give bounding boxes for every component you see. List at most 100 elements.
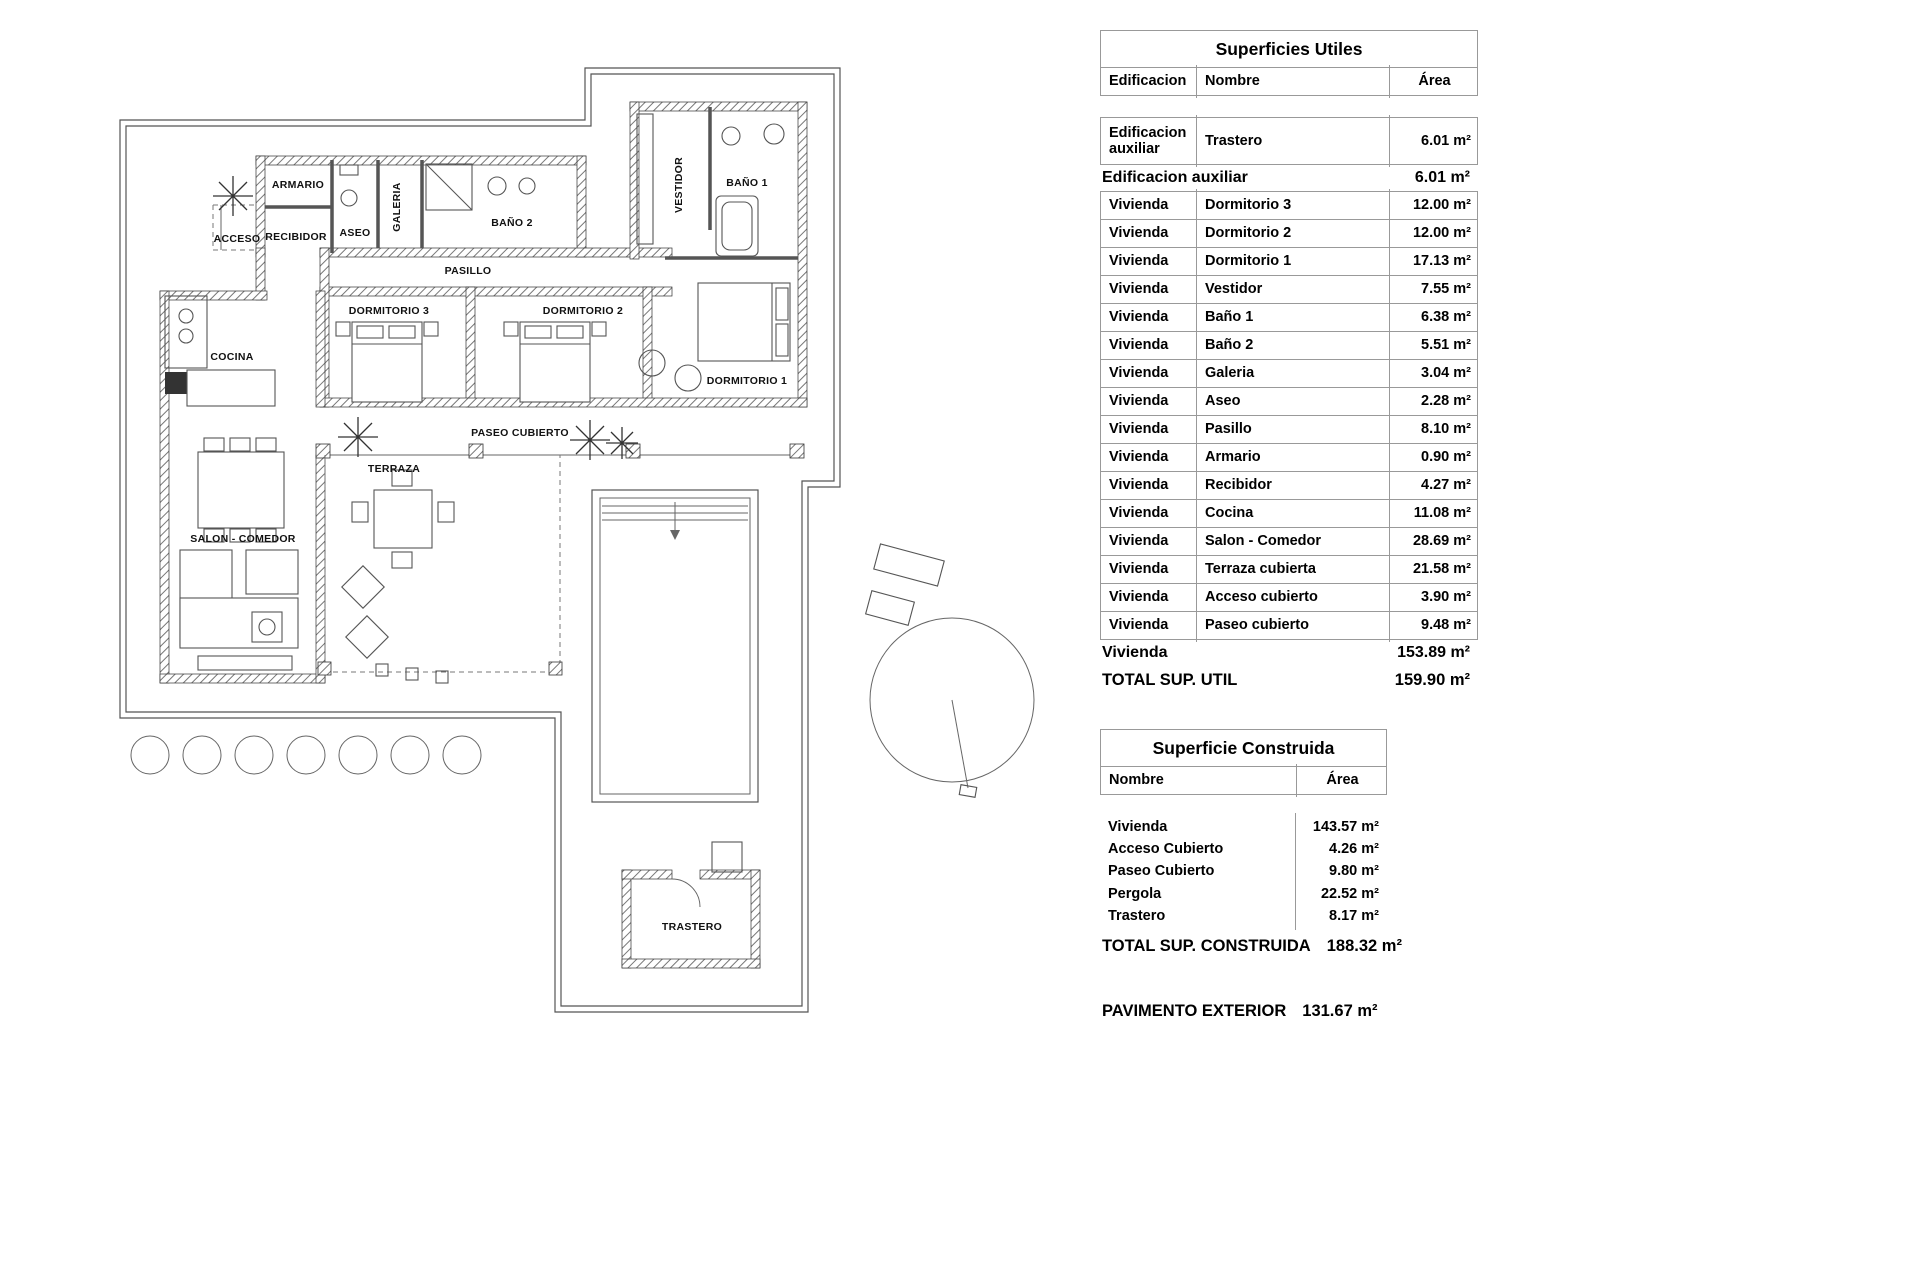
- table-header-row: Nombre Área: [1100, 764, 1388, 797]
- cell-nombre: Dormitorio 1: [1196, 245, 1389, 278]
- room-labels: ACCESO RECIBIDOR ARMARIO ASEO GALERIA BA…: [190, 157, 787, 933]
- room-label-paseo: PASEO CUBIERTO: [471, 427, 569, 439]
- cell-nombre: Paseo cubierto: [1196, 609, 1389, 642]
- room-label-galeria: GALERIA: [391, 182, 403, 231]
- terraza-outline: [317, 455, 563, 684]
- cell-nombre: Pergola: [1108, 885, 1162, 902]
- cell-area: 11.08 m²: [1389, 497, 1479, 530]
- superficies-utiles-table: Superficies Utiles Edificacion Nombre Ár…: [1100, 30, 1478, 695]
- cell-area: 2.28 m²: [1389, 385, 1479, 418]
- table-row: Vivienda Armario 0.90 m²: [1100, 441, 1479, 474]
- cell-nombre: Salon - Comedor: [1196, 525, 1389, 558]
- room-label-bano1: BAÑO 1: [726, 176, 767, 189]
- subtotal-vivienda-row: Vivienda 153.89 m²: [1100, 640, 1478, 666]
- table-row: Vivienda Dormitorio 1 17.13 m²: [1100, 245, 1479, 278]
- cell-edificacion: Vivienda: [1109, 449, 1169, 466]
- furniture: [164, 113, 791, 671]
- house-walls: [159, 101, 808, 684]
- table-row: Vivienda Aseo 2.28 m²: [1100, 385, 1479, 418]
- header-edificacion: Edificacion: [1109, 73, 1187, 90]
- paseo-cubierto: [315, 443, 805, 459]
- cell-edificacion: Vivienda: [1109, 477, 1169, 494]
- cell-area: 4.26 m²: [1295, 835, 1387, 864]
- header-area: Área: [1296, 764, 1388, 797]
- cell-nombre: Trastero: [1108, 907, 1166, 924]
- table-header-row: Edificacion Nombre Área: [1100, 65, 1479, 98]
- cell-area: 5.51 m²: [1389, 329, 1479, 362]
- room-label-dormitorio2: DORMITORIO 2: [543, 305, 623, 317]
- cell-nombre: Cocina: [1196, 497, 1389, 530]
- cell-edificacion: Vivienda: [1109, 365, 1169, 382]
- cell-area: 3.90 m²: [1389, 581, 1479, 614]
- area-tables-panel: Superficies Utiles Edificacion Nombre Ár…: [1100, 30, 1480, 1021]
- room-label-trastero: TRASTERO: [662, 921, 722, 933]
- cell-area: 0.90 m²: [1389, 441, 1479, 474]
- cell-nombre: Aseo: [1196, 385, 1389, 418]
- table-title-text: Superficies Utiles: [1215, 38, 1363, 59]
- room-label-recibidor: RECIBIDOR: [265, 231, 327, 243]
- pergola: [864, 543, 1035, 798]
- cell-area: 3.04 m²: [1389, 357, 1479, 390]
- header-area: Área: [1389, 65, 1479, 98]
- header-nombre: Nombre: [1196, 65, 1389, 98]
- table-row: Vivienda Terraza cubierta 21.58 m²: [1100, 553, 1478, 586]
- table-row: Pergola 22.52 m²: [1100, 879, 1387, 908]
- room-label-aseo: ASEO: [340, 227, 371, 239]
- cell-area: 12.00 m²: [1389, 217, 1479, 250]
- cell-nombre: Dormitorio 2: [1196, 217, 1389, 250]
- cell-edificacion: Vivienda: [1109, 617, 1169, 634]
- superficie-construida-table: Superficie Construida Nombre Área Vivien…: [1100, 729, 1388, 931]
- table-row: Vivienda 143.57 m²: [1100, 813, 1387, 842]
- cell-area: 9.80 m²: [1295, 857, 1387, 886]
- cell-area: 6.38 m²: [1389, 301, 1479, 334]
- cell-area: 8.17 m²: [1295, 901, 1387, 931]
- acceso-porch: [212, 204, 256, 251]
- cell-area: 8.10 m²: [1389, 413, 1479, 446]
- cell-area: 143.57 m²: [1295, 813, 1387, 842]
- table-row: Vivienda Vestidor 7.55 m²: [1100, 273, 1479, 306]
- trees: [213, 176, 638, 460]
- cell-area: 4.27 m²: [1389, 469, 1479, 502]
- cell-edificacion: Vivienda: [1109, 197, 1169, 214]
- room-label-cocina: COCINA: [210, 351, 253, 363]
- cell-area: 22.52 m²: [1295, 879, 1387, 908]
- total-construida-value: 188.32 m²: [1326, 937, 1402, 956]
- subtotal-vivienda-value: 153.89 m²: [1397, 644, 1470, 661]
- table-row: Vivienda Baño 2 5.51 m²: [1100, 329, 1479, 362]
- cell-area: 7.55 m²: [1389, 273, 1479, 306]
- cell-area: 17.13 m²: [1389, 245, 1479, 278]
- table-title: Superficie Construida: [1100, 729, 1387, 767]
- cell-edificacion: Vivienda: [1109, 421, 1169, 438]
- cell-nombre: Acceso Cubierto: [1108, 841, 1224, 858]
- room-label-terraza: TERRAZA: [368, 463, 420, 475]
- cell-area: 28.69 m²: [1389, 525, 1479, 558]
- cell-edificacion: Vivienda: [1109, 281, 1169, 298]
- table-row-aux: Edificacion auxiliar Trastero 6.01 m²: [1100, 115, 1478, 167]
- pavimento-value: 131.67 m²: [1302, 1002, 1378, 1021]
- header-nombre: Nombre: [1109, 772, 1164, 789]
- subtotal-aux-row: Edificacion auxiliar 6.01 m²: [1100, 165, 1478, 191]
- room-label-vestidor: VESTIDOR: [673, 157, 685, 213]
- cell-edificacion: Vivienda: [1109, 505, 1169, 522]
- cell-edificacion: Vivienda: [1109, 253, 1169, 270]
- room-label-bano2: BAÑO 2: [491, 216, 532, 229]
- table-row: Vivienda Baño 1 6.38 m²: [1100, 301, 1479, 334]
- total-util-label: TOTAL SUP. UTIL: [1102, 671, 1238, 689]
- cell-nombre: Vestidor: [1196, 273, 1389, 306]
- table-row: Vivienda Salon - Comedor 28.69 m²: [1100, 525, 1479, 558]
- shrub-row: [130, 735, 482, 775]
- cell-nombre: Baño 1: [1196, 301, 1389, 334]
- total-util-value: 159.90 m²: [1394, 671, 1470, 689]
- table-title: Superficies Utiles: [1100, 30, 1478, 68]
- cell-edificacion: Vivienda: [1109, 393, 1169, 410]
- cell-nombre: Dormitorio 3: [1196, 189, 1389, 222]
- pavimento-label: PAVIMENTO EXTERIOR: [1102, 1002, 1287, 1021]
- total-construida-label: TOTAL SUP. CONSTRUIDA: [1102, 937, 1311, 956]
- cell-nombre: Galeria: [1196, 357, 1389, 390]
- cell-nombre: Vivienda: [1108, 819, 1168, 835]
- floor-plan: ACCESO RECIBIDOR ARMARIO ASEO GALERIA BA…: [119, 67, 1035, 1013]
- cell-edificacion: Vivienda: [1109, 309, 1169, 326]
- subtotal-aux-label: Edificacion auxiliar: [1102, 169, 1248, 186]
- cell-nombre: Acceso cubierto: [1196, 581, 1389, 614]
- room-label-salon: SALON - COMEDOR: [190, 533, 296, 545]
